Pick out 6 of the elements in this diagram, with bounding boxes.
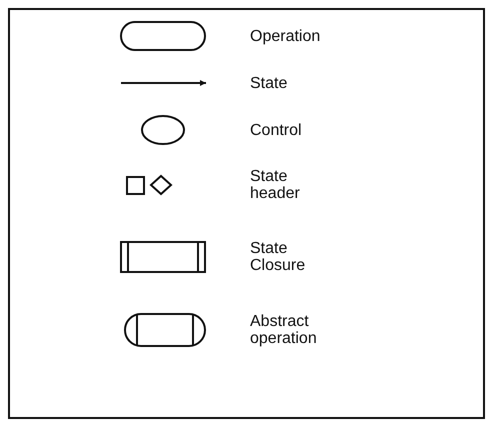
legend-text: State bbox=[250, 74, 288, 92]
legend-text: Abstract operation bbox=[250, 313, 318, 347]
legend-text: State header bbox=[250, 168, 301, 202]
legend-text: State Closure bbox=[250, 240, 306, 274]
legend-text: Operation bbox=[250, 28, 322, 44]
legend-text: Control bbox=[250, 122, 303, 138]
